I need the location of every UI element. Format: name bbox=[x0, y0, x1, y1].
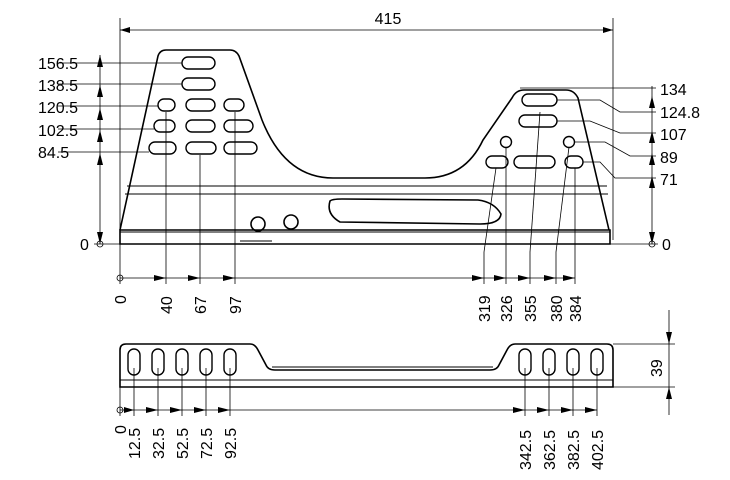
bottom-x-label-342-5: 342.5 bbox=[518, 430, 535, 470]
left-height-label-2: 138.5 bbox=[38, 78, 78, 95]
x-label-380: 380 bbox=[549, 295, 566, 322]
bolt-hole-1 bbox=[250, 216, 266, 232]
bolt-hole-2 bbox=[283, 214, 299, 230]
bottom-height-dimension: 39 bbox=[613, 310, 675, 415]
right-height-label-3: 107 bbox=[660, 127, 687, 144]
right-height-label-2: 124.8 bbox=[660, 105, 700, 122]
x-label-384: 384 bbox=[568, 295, 585, 322]
bottom-x-label-402-5: 402.5 bbox=[590, 430, 607, 470]
bottom-height-label: 39 bbox=[649, 359, 666, 377]
bottom-x-label-72-5: 72.5 bbox=[199, 428, 216, 459]
x-label-326: 326 bbox=[499, 295, 516, 322]
x-label-97: 97 bbox=[228, 296, 245, 314]
x-label-67: 67 bbox=[193, 296, 210, 314]
overall-width-dimension: 415 bbox=[119, 11, 614, 240]
left-zero-label: 0 bbox=[80, 237, 89, 254]
right-height-label-5: 71 bbox=[660, 172, 678, 189]
x-label-40: 40 bbox=[159, 296, 176, 314]
right-height-dimensions: 134 124.8 107 89 71 0 bbox=[520, 82, 700, 254]
bottom-x-label-0: 0 bbox=[113, 425, 130, 434]
overall-width-label: 415 bbox=[375, 11, 402, 28]
right-height-label-1: 134 bbox=[660, 82, 687, 99]
bottom-x-label-382-5: 382.5 bbox=[566, 430, 583, 470]
x-label-0: 0 bbox=[113, 295, 130, 304]
x-label-319: 319 bbox=[477, 295, 494, 322]
bottom-view-outline bbox=[119, 343, 614, 388]
bottom-x-label-362-5: 362.5 bbox=[542, 430, 559, 470]
left-height-dimensions: 156.5 138.5 120.5 102.5 84.5 0 bbox=[38, 55, 182, 254]
left-slots bbox=[148, 56, 258, 155]
bottom-view-slots bbox=[127, 348, 604, 376]
bottom-x-label-92-5: 92.5 bbox=[223, 428, 240, 459]
right-height-label-4: 89 bbox=[660, 150, 678, 167]
side-view-outline bbox=[119, 49, 611, 245]
bottom-x-dimensions: 0 12.5 32.5 52.5 72.5 92.5 342.5 362.5 3… bbox=[113, 368, 607, 470]
bottom-x-label-32-5: 32.5 bbox=[151, 428, 168, 459]
left-height-label-5: 84.5 bbox=[38, 145, 69, 162]
side-x-dimensions: 0 40 67 97 319 326 355 380 384 bbox=[113, 111, 585, 322]
left-height-label-3: 120.5 bbox=[38, 100, 78, 117]
x-label-355: 355 bbox=[523, 295, 540, 322]
right-slots bbox=[485, 93, 584, 169]
right-zero-label: 0 bbox=[662, 237, 671, 254]
left-height-label-1: 156.5 bbox=[38, 56, 78, 73]
bottom-x-label-52-5: 52.5 bbox=[175, 428, 192, 459]
bottom-x-label-12-5: 12.5 bbox=[127, 428, 144, 459]
left-height-label-4: 102.5 bbox=[38, 123, 78, 140]
